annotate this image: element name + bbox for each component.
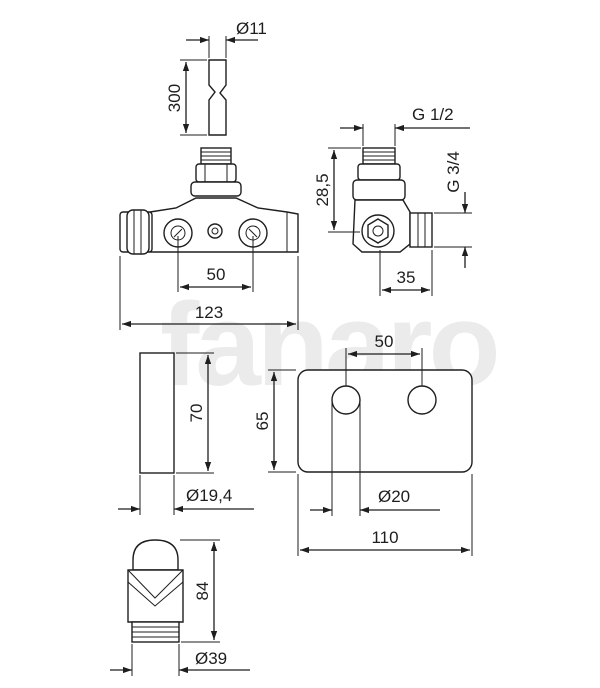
pipe-length-label: 300: [165, 84, 184, 112]
plate-height-label: 65: [253, 412, 272, 431]
plate-width-label: 110: [371, 528, 398, 547]
side-thread2-label: G 3/4: [444, 151, 463, 193]
side-height-label: 28,5: [313, 173, 332, 206]
plate-drawing: 50 65 Ø20 110: [253, 332, 473, 556]
valve-side-drawing: G 1/2 28,5 G 3/4 35: [313, 105, 472, 296]
head-diameter-label: Ø39: [195, 649, 227, 668]
side-depth-label: 35: [397, 268, 416, 287]
valve-spacing-label: 50: [207, 265, 226, 284]
cover-height-label: 70: [187, 404, 206, 423]
head-height-label: 84: [193, 582, 212, 601]
cover-diameter-label: Ø19,4: [186, 486, 232, 505]
plate-spacing-label: 50: [375, 332, 394, 351]
valve-width-label: 123: [195, 303, 223, 322]
head-drawing: 84 Ø39: [110, 539, 250, 676]
side-thread-label: G 1/2: [412, 105, 454, 124]
pipe-drawing: Ø11 300: [165, 19, 267, 136]
pipe-diameter-label: Ø11: [236, 19, 267, 38]
cover-drawing: 70 Ø19,4: [118, 352, 254, 515]
valve-front-drawing: 50 123: [119, 147, 299, 330]
plate-hole-label: Ø20: [378, 487, 410, 506]
